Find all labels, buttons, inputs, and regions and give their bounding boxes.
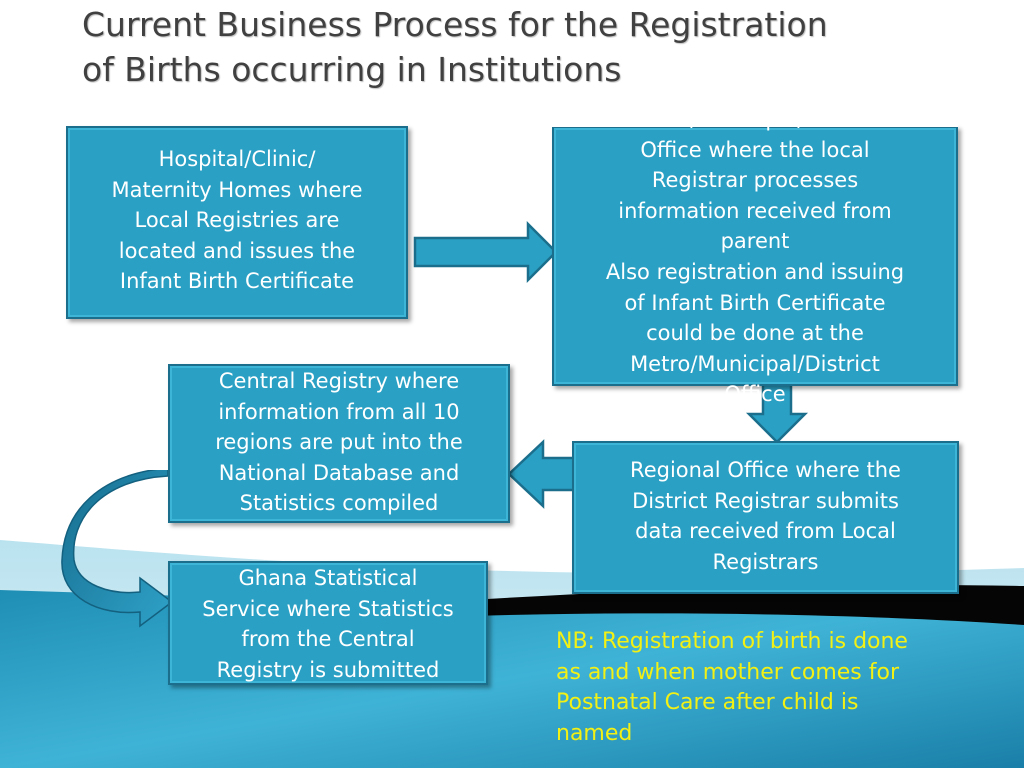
hospital-box-line: Infant Birth Certificate <box>119 269 355 294</box>
central-box-line: Central Registry where <box>218 369 460 393</box>
district-box-line: information received from <box>618 198 892 223</box>
district-office-box-background <box>552 126 958 386</box>
ghana-box-line: Registry is submitted <box>216 657 440 682</box>
ghana-box-line: Ghana Statistical <box>238 566 418 590</box>
hospital-box-line: located and issues the <box>118 238 356 263</box>
district-box-line: Office where the local <box>640 137 870 162</box>
regional-office-box: Regional Office where the District Regis… <box>572 441 959 594</box>
nb-note-line: Postnatal Care after child is <box>556 690 859 715</box>
regional-box-line: Regional Office where the <box>630 458 901 482</box>
slide-title: Current Business Process for the Registr… <box>82 2 1002 92</box>
regional-box-line: data received from Local <box>635 519 896 544</box>
central-box-line: National Database and <box>218 460 460 485</box>
district-box-overflow-mask <box>552 98 958 127</box>
district-box-line: of Infant Birth Certificate <box>624 290 886 315</box>
hospital-box-line: Hospital/Clinic/ <box>158 147 316 171</box>
district-box-line: parent <box>720 229 790 254</box>
district-box-line: Metro/Municipal/District <box>630 351 880 376</box>
arrow-right <box>413 220 558 284</box>
central-registry-box: Central Registry where information from … <box>168 364 510 523</box>
hospital-box-line: Local Registries are <box>134 208 340 233</box>
central-box-line: regions are put into the <box>215 430 463 455</box>
district-box-line: Office <box>724 382 786 407</box>
nb-note-line: NB: Registration of birth is done <box>556 629 908 654</box>
district-box-line: Also registration and issuing <box>605 259 905 284</box>
district-box-line: could be done at the <box>646 321 864 346</box>
district-box-line: Registrar processes <box>651 168 859 193</box>
central-box-line: information from all 10 <box>218 399 460 424</box>
nb-note: NB: Registration of birth is done as and… <box>556 627 996 749</box>
slide-title-line-1: Current Business Process for the Registr… <box>82 5 828 44</box>
nb-note-line: as and when mother comes for <box>556 659 899 685</box>
ghana-statistical-service-box: Ghana Statistical Service where Statisti… <box>168 561 488 685</box>
hospital-clinic-box: Hospital/Clinic/ Maternity Homes where L… <box>66 126 408 319</box>
arrow-down <box>745 382 809 444</box>
slide-title-line-2: of Births occurring in Institutions <box>82 50 622 89</box>
regional-box-line: District Registrar submits <box>632 488 899 513</box>
arrow-left <box>507 439 579 509</box>
arrow-curved <box>61 470 174 628</box>
nb-note-line: named <box>556 720 633 746</box>
hospital-box-line: Maternity Homes where <box>111 177 363 202</box>
district-office-box: Metro/Municipal/District Office where th… <box>552 107 958 406</box>
ghana-box-line: Service where Statistics <box>202 596 454 621</box>
district-office-box-text: Metro/Municipal/District Office where th… <box>560 104 950 410</box>
regional-box-line: Registrars <box>712 549 819 574</box>
ghana-box-line: from the Central <box>241 627 415 652</box>
central-box-line: Statistics compiled <box>239 491 439 516</box>
